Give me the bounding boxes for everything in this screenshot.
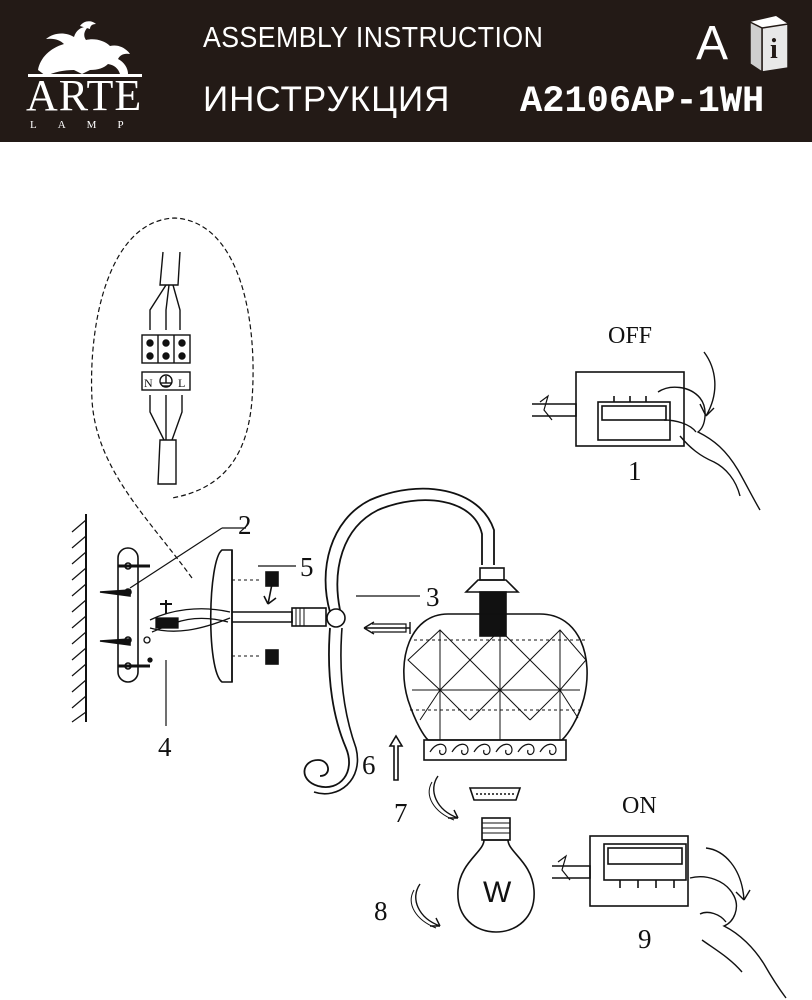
shade-cap <box>464 579 520 593</box>
switch-on-diagram <box>552 835 787 999</box>
wiring-detail <box>141 251 191 485</box>
hand-on-icon <box>689 876 787 999</box>
title-english: ASSEMBLY INSTRUCTION <box>203 22 544 54</box>
arm-joint <box>326 608 346 628</box>
leader-2 <box>129 527 223 589</box>
step-6-label: 6 <box>362 750 376 780</box>
terminal-n-label: N <box>144 376 153 390</box>
step-8-label: 8 <box>374 896 388 926</box>
header-banner: ARTE LAMP ASSEMBLY INSTRUCTION ИНСТРУКЦИ… <box>0 0 812 142</box>
shade-lattice <box>407 629 587 740</box>
step-3-label: 3 <box>426 582 440 612</box>
lamp-arm <box>324 487 495 613</box>
switch-off-label: OFF <box>608 323 653 349</box>
terminal-l-label: L <box>178 376 185 390</box>
shade-ornament-band <box>423 739 567 761</box>
title-russian: ИНСТРУКЦИЯ <box>203 80 451 119</box>
instruction-book-icon: i <box>749 16 789 72</box>
info-letter: i <box>770 34 778 65</box>
bulb-base <box>481 817 511 841</box>
griffin-logo-icon <box>28 21 142 77</box>
model-number: A2106AP-1WH <box>520 81 765 123</box>
wall-hatching <box>71 519 87 723</box>
rotate-arrow-8-icon <box>415 883 441 927</box>
ring-nut <box>468 787 522 801</box>
rotate-arrow-7-icon <box>433 775 459 819</box>
arrow-up-icon <box>388 734 404 781</box>
hand-off-icon <box>657 386 761 511</box>
wiring-callout-outline <box>90 217 254 579</box>
bulb-wattage-letter: W <box>483 876 512 909</box>
canopy-screw-bottom <box>265 649 279 665</box>
step-9-label: 9 <box>638 924 652 954</box>
arrow-screw-icon <box>263 583 277 605</box>
wall-screws <box>99 564 150 668</box>
light-bulb <box>457 839 535 933</box>
mounting-bracket <box>117 547 139 683</box>
switch-off-diagram <box>532 351 761 511</box>
arrow-insert-icon <box>363 621 411 635</box>
language-letter: A <box>696 17 729 70</box>
step-1-label: 1 <box>628 456 642 486</box>
bracket-wiring <box>143 600 231 663</box>
step-2-label: 2 <box>238 510 252 540</box>
wall-canopy <box>209 549 233 683</box>
step-5-label: 5 <box>300 552 314 582</box>
brand-name: ARTE <box>26 71 143 120</box>
step-7-label: 7 <box>394 798 408 828</box>
brand-subtitle: LAMP <box>30 119 145 131</box>
canopy-screw-top <box>265 571 279 587</box>
step-4-label: 4 <box>158 732 172 762</box>
switch-on-label: ON <box>622 793 657 819</box>
